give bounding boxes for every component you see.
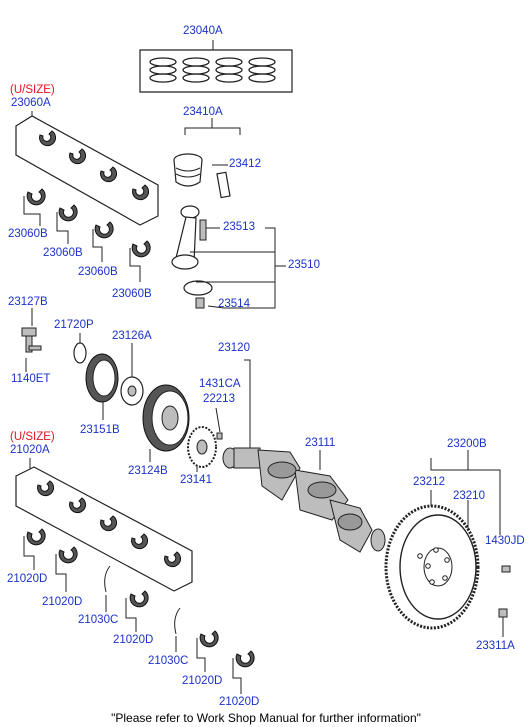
label-23210[interactable]: 23210 [453, 490, 485, 502]
label-23060b-3[interactable]: 23060B [78, 266, 118, 278]
label-23141[interactable]: 23141 [180, 474, 212, 486]
label-23060b-2[interactable]: 23060B [43, 247, 83, 259]
main-bearing-halves [23, 528, 255, 694]
front-pulley-group [21, 308, 251, 472]
label-21020d-1[interactable]: 21020D [7, 573, 48, 585]
label-21020d-3[interactable]: 21020D [113, 634, 154, 646]
label-23212[interactable]: 23212 [413, 476, 445, 488]
label-23510[interactable]: 23510 [288, 259, 320, 271]
label-21020d-2[interactable]: 21020D [42, 596, 83, 608]
label-1140et[interactable]: 1140ET [11, 373, 51, 385]
label-23111[interactable]: 23111 [305, 437, 336, 449]
label-23127b[interactable]: 23127B [8, 296, 48, 308]
connecting-rod [171, 205, 286, 309]
label-23200b[interactable]: 23200B [447, 438, 487, 450]
main-bearing-set [15, 458, 193, 592]
label-1430jd[interactable]: 1430JD [485, 535, 525, 547]
label-21020d-5[interactable]: 21020D [219, 696, 260, 708]
label-23513[interactable]: 23513 [223, 221, 255, 233]
label-23412[interactable]: 23412 [229, 158, 261, 170]
lower-bearing-halves [23, 188, 151, 282]
usize-label-lower: (U/SIZE) [10, 431, 55, 443]
label-23120[interactable]: 23120 [218, 342, 250, 354]
label-23040a[interactable]: 23040A [183, 25, 223, 37]
label-21030c-2[interactable]: 21030C [148, 655, 189, 667]
label-23124b[interactable]: 23124B [128, 465, 168, 477]
label-21020d-4[interactable]: 21020D [182, 675, 223, 687]
label-23060b-4[interactable]: 23060B [112, 288, 152, 300]
usize-label-upper: (U/SIZE) [10, 84, 55, 96]
label-23410a[interactable]: 23410A [183, 106, 223, 118]
label-21720p[interactable]: 21720P [54, 319, 94, 331]
label-21030c-1[interactable]: 21030C [78, 614, 119, 626]
piston-assembly [173, 118, 241, 199]
label-23151b[interactable]: 23151B [80, 424, 120, 436]
piston-ring-set [139, 40, 293, 93]
label-23514[interactable]: 23514 [218, 298, 250, 310]
label-22213[interactable]: 22213 [203, 393, 235, 405]
label-21020a[interactable]: 21020A [10, 444, 50, 456]
label-23060a[interactable]: 23060A [11, 97, 51, 109]
flywheel [384, 450, 511, 637]
label-23126a[interactable]: 23126A [112, 330, 152, 342]
label-1431ca[interactable]: 1431CA [199, 378, 241, 390]
footer-note: "Please refer to Work Shop Manual for fu… [111, 711, 421, 725]
label-23060b-1[interactable]: 23060B [8, 228, 48, 240]
upper-bearing-set [15, 111, 159, 226]
label-23311a[interactable]: 23311A [476, 640, 515, 652]
crankshaft [222, 447, 386, 553]
